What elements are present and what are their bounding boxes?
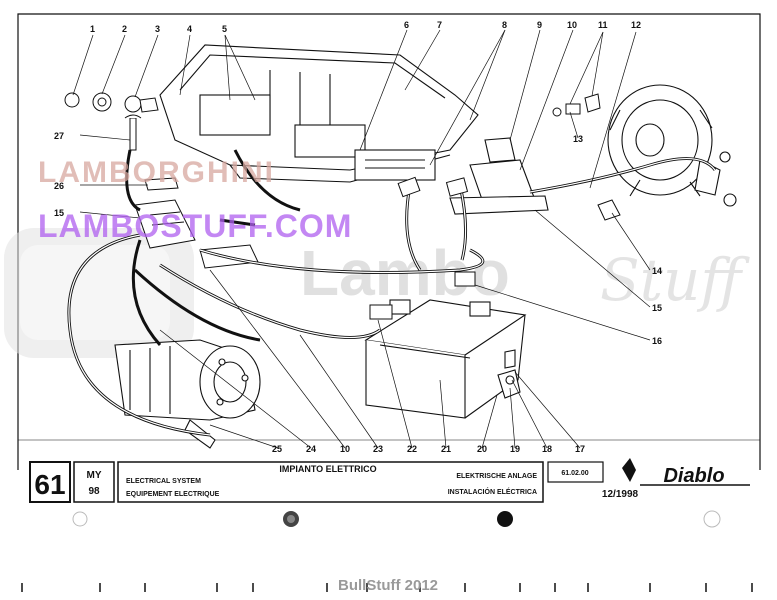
callout-17: 17 [575,444,585,454]
callout-26: 26 [54,181,64,191]
part-callouts-left: 27 26 15 [54,131,64,218]
callout-25: 25 [272,444,282,454]
cable-terminal [369,176,621,320]
callout-3: 3 [155,24,160,34]
alternator [607,84,737,207]
callout-27: 27 [54,131,64,141]
drawing-date: 12/1998 [602,489,639,500]
callout-12: 12 [631,20,641,30]
callout-20: 20 [477,444,487,454]
battery [364,299,527,419]
callout-18: 18 [542,444,552,454]
callout-1: 1 [90,24,95,34]
callout-23: 23 [373,444,383,454]
left-fuse-holder [134,177,259,269]
callout-22: 22 [407,444,417,454]
page-number: 61 [34,469,65,500]
diablo-logo-text: Diablo [663,465,724,487]
title-english: ELECTRICAL SYSTEM [126,478,201,485]
callout-14: 14 [652,266,662,276]
callout-15-right: 15 [652,303,662,313]
watermark-line-2: LAMBOSTUFF.COM [38,208,352,244]
engine-airbox [159,44,479,183]
callout-15-left: 15 [54,208,64,218]
callout-7: 7 [437,20,442,30]
starter-motor [114,339,261,449]
connector-parts [552,93,601,117]
title-french: EQUIPEMENT ELECTRIQUE [126,491,220,498]
callout-9: 9 [537,20,542,30]
title-german: ELEKTRISCHE ANLAGE [456,473,537,480]
callout-10-bottom: 10 [340,444,350,454]
callout-5: 5 [222,24,227,34]
footer-credit: BullStuff 2012 [338,577,438,594]
part-callouts-top: 1 2 3 4 5 6 7 8 9 10 11 12 [90,20,641,34]
diablo-logo: Diablo [622,458,750,487]
callout-13: 13 [573,134,583,144]
callout-19: 19 [510,444,520,454]
leader-lines [72,29,651,449]
callout-24: 24 [306,444,316,454]
terminal-parts-top-left [64,92,159,151]
callout-4: 4 [187,24,192,34]
drawing-code: 61.02.00 [561,470,588,477]
callout-11: 11 [598,20,608,30]
callout-21: 21 [441,444,451,454]
callout-8: 8 [502,20,507,30]
callout-6: 6 [404,20,409,30]
bottom-ruler-ticks [21,583,753,592]
title-block: 61 MY 98 IMPIANTO ELETTRICO ELECTRICAL S… [29,458,750,503]
site-watermarks: LAMBORGHINI LAMBOSTUFF.COM [38,156,352,244]
callout-10-top: 10 [567,20,577,30]
punch-hole-marks [72,510,721,528]
model-year-value: 98 [88,486,100,497]
title-italian: IMPIANTO ELETTRICO [279,464,376,474]
model-year-label: MY [87,470,102,481]
callout-16: 16 [652,336,662,346]
part-callouts-bottom: 25 24 10 23 22 21 20 19 18 17 [272,444,585,454]
title-spanish: INSTALACIÓN ELÉCTRICA [448,487,537,496]
watermark-line-1: LAMBORGHINI [38,156,275,189]
wiring-harness-inner [68,157,716,436]
callout-2: 2 [122,24,127,34]
relay-bracket [449,137,549,215]
part-callouts-right: 13 14 15 16 [573,134,662,346]
watermark-logo-script: Stuff [600,246,750,314]
